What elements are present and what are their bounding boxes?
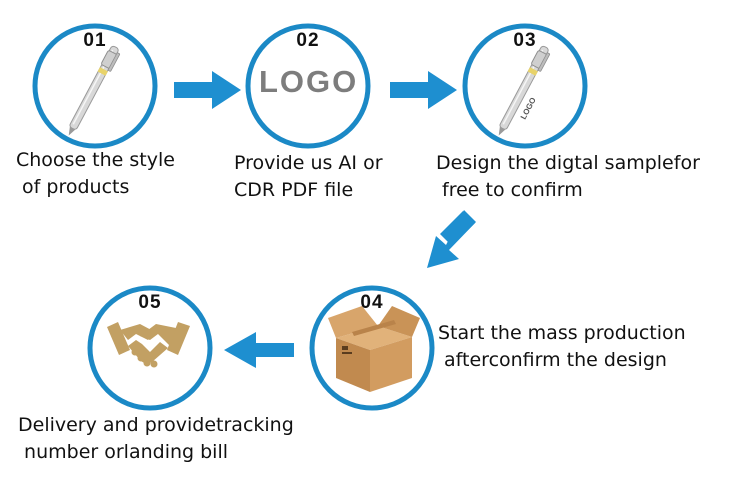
- cardboard-box-icon: [328, 306, 420, 392]
- step-05-caption-line-1: Delivery and providetracking: [18, 414, 294, 436]
- step-05-caption: Delivery and providetracking number orla…: [18, 412, 294, 466]
- step-02-caption-line-2: CDR PDF file: [234, 179, 354, 201]
- arrow-right-icon: [174, 71, 241, 109]
- step-03-caption: Design the digtal samplefor free to conf…: [436, 150, 700, 204]
- step-03-number: 03: [513, 30, 537, 51]
- arrow-down-left-icon: [427, 210, 476, 268]
- step-01-number: 01: [83, 30, 107, 51]
- step-02-caption-line-1: Provide us AI or: [234, 152, 383, 174]
- pen-icon: [68, 45, 121, 136]
- step-01-caption-line-2: of products: [16, 176, 130, 198]
- step-05-caption-line-2: number orlanding bill: [18, 441, 229, 463]
- step-01-caption-line-1: Choose the style: [16, 149, 175, 171]
- step-01-caption: Choose the style of products: [16, 147, 175, 201]
- step-04-caption-line-2: afterconfirm the design: [438, 349, 667, 371]
- logo-placeholder: LOGO: [259, 64, 359, 99]
- step-05-circle: [87, 285, 213, 411]
- step-02-circle: [245, 23, 371, 149]
- step-05-number: 05: [138, 292, 162, 313]
- step-03-caption-line-2: free to confirm: [436, 179, 583, 201]
- step-04-number: 04: [360, 292, 384, 313]
- step-04-caption: Start the mass production afterconfirm t…: [438, 320, 686, 374]
- step-03-caption-line-1: Design the digtal samplefor: [436, 152, 700, 174]
- arrow-right-icon: [390, 71, 457, 109]
- step-04-caption-line-1: Start the mass production: [438, 322, 686, 344]
- step-02-caption: Provide us AI or CDR PDF file: [234, 150, 383, 204]
- arrow-left-icon: [224, 332, 294, 368]
- step-02-number: 02: [296, 30, 320, 51]
- handshake-icon: [107, 322, 190, 368]
